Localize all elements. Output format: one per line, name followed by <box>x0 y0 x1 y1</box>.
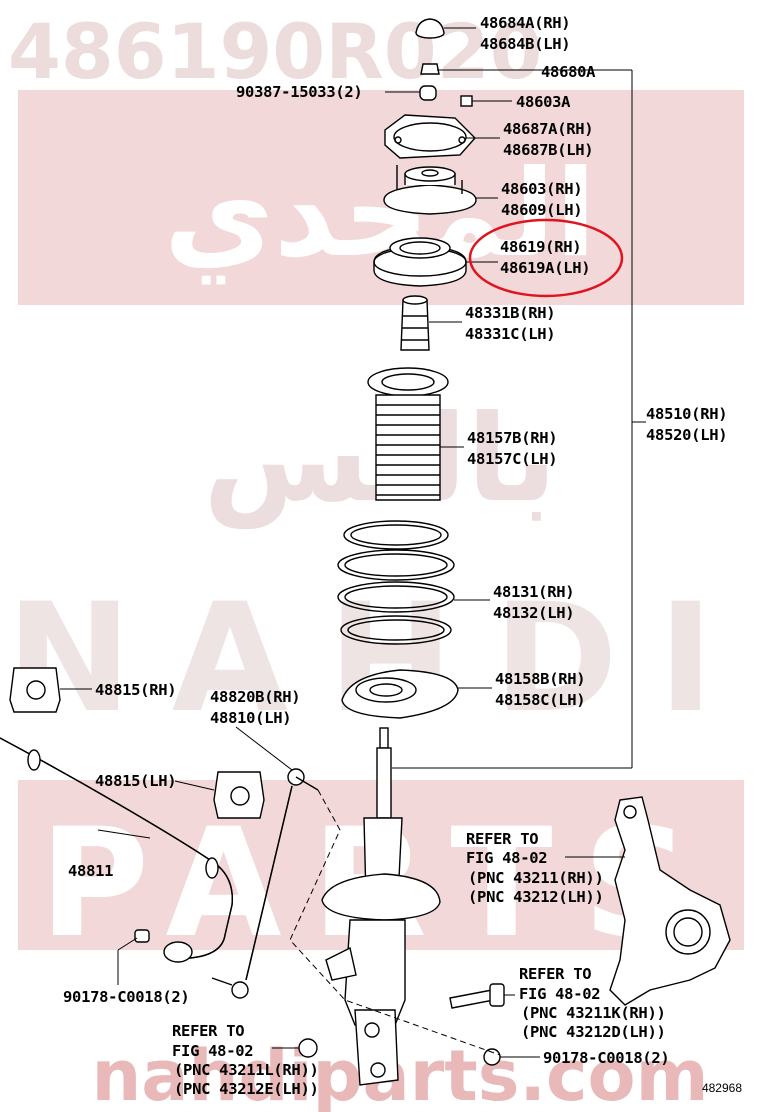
label-48680a[interactable]: 48680A <box>541 63 596 81</box>
label-48157c[interactable]: 48157C(LH) <box>467 450 558 468</box>
label-90387[interactable]: 90387-15033(2) <box>236 83 363 101</box>
watermark-top-part-number: 486190R020 <box>8 7 542 96</box>
stabilizer-link-icon <box>211 768 319 999</box>
refer-nut-line-3: (PNC 43211L(RH)) <box>174 1061 319 1079</box>
label-48331c[interactable]: 48331C(LH) <box>465 325 556 343</box>
label-48811[interactable]: 48811 <box>68 862 113 880</box>
nut-left-icon <box>298 1038 318 1058</box>
shock-absorber-icon <box>321 727 441 1086</box>
refer-knuckle-line-2[interactable]: FIG 48-02 <box>466 849 548 867</box>
label-48603a[interactable]: 48603A <box>516 93 571 111</box>
label-48609[interactable]: 48609(LH) <box>501 201 583 219</box>
label-48687b[interactable]: 48687B(LH) <box>503 141 594 159</box>
bearing-icon <box>373 237 467 287</box>
refer-nut-line-4: (PNC 43212E(LH)) <box>174 1080 319 1098</box>
label-48157b[interactable]: 48157B(RH) <box>467 429 558 447</box>
leader-lines <box>60 27 646 1058</box>
steering-knuckle-icon <box>609 796 731 1006</box>
watermark-word-1: NAHDI <box>6 572 754 746</box>
coil-spring-icon <box>337 520 455 645</box>
refer-nut-line-1: REFER TO <box>172 1022 244 1040</box>
dust-seal-icon <box>419 85 437 101</box>
bolt-icon <box>449 983 505 1009</box>
label-48815-rh[interactable]: 48815(RH) <box>95 681 177 699</box>
label-48331b[interactable]: 48331B(RH) <box>465 304 556 322</box>
label-48131[interactable]: 48131(RH) <box>493 583 575 601</box>
label-48684a[interactable]: 48684A(RH) <box>480 14 571 32</box>
refer-bolt-line-3: (PNC 43211K(RH)) <box>521 1004 666 1022</box>
highlight-ellipse <box>468 218 624 298</box>
lock-nut-icon <box>420 63 440 75</box>
refer-bolt-line-4: (PNC 43212D(LH)) <box>521 1023 666 1041</box>
strut-cap-icon <box>415 18 445 39</box>
link-nut-icon <box>134 929 150 943</box>
label-48603[interactable]: 48603(RH) <box>501 180 583 198</box>
labels: 48684A(RH) 48684B(LH) 48680A 90387-15033… <box>63 14 742 1098</box>
label-48158c[interactable]: 48158C(LH) <box>495 691 586 709</box>
diagram-id: 482968 <box>702 1081 742 1095</box>
boot-icon <box>367 367 449 501</box>
label-48810[interactable]: 48810(LH) <box>210 709 292 727</box>
bump-stopper-icon <box>400 295 430 351</box>
label-48619[interactable]: 48619(RH) <box>500 238 582 256</box>
label-48520[interactable]: 48520(LH) <box>646 426 728 444</box>
label-48619a[interactable]: 48619A(LH) <box>500 259 591 277</box>
stabilizer-bushing-rh-icon <box>9 667 61 713</box>
support-mount-icon <box>383 165 477 215</box>
label-48820b[interactable]: 48820B(RH) <box>210 688 301 706</box>
insulator-icon <box>341 669 459 719</box>
label-90178-left[interactable]: 90178-C0018(2) <box>63 988 190 1006</box>
nut-right-icon <box>483 1048 501 1066</box>
support-plate-icon <box>384 114 476 159</box>
small-nut-icon <box>460 95 473 107</box>
refer-bolt-line-2[interactable]: FIG 48-02 <box>519 985 601 1003</box>
label-48684b[interactable]: 48684B(LH) <box>480 35 571 53</box>
refer-knuckle-line-1: REFER TO <box>466 830 538 848</box>
stabilizer-bar-icon <box>0 737 234 963</box>
refer-knuckle-line-4: (PNC 43212(LH)) <box>468 888 603 906</box>
watermark-site: nahdiparts.com <box>91 1035 708 1112</box>
label-48158b[interactable]: 48158B(RH) <box>495 670 586 688</box>
label-90178-right[interactable]: 90178-C0018(2) <box>543 1049 670 1067</box>
label-48815-lh[interactable]: 48815(LH) <box>95 772 177 790</box>
stabilizer-bushing-lh-icon <box>213 771 265 819</box>
refer-knuckle-line-3: (PNC 43211(RH)) <box>468 869 603 887</box>
refer-bolt-line-1: REFER TO <box>519 965 591 983</box>
label-48510[interactable]: 48510(RH) <box>646 405 728 423</box>
label-48687a[interactable]: 48687A(RH) <box>503 120 594 138</box>
refer-nut-line-2[interactable]: FIG 48-02 <box>172 1042 254 1060</box>
label-48132[interactable]: 48132(LH) <box>493 604 575 622</box>
